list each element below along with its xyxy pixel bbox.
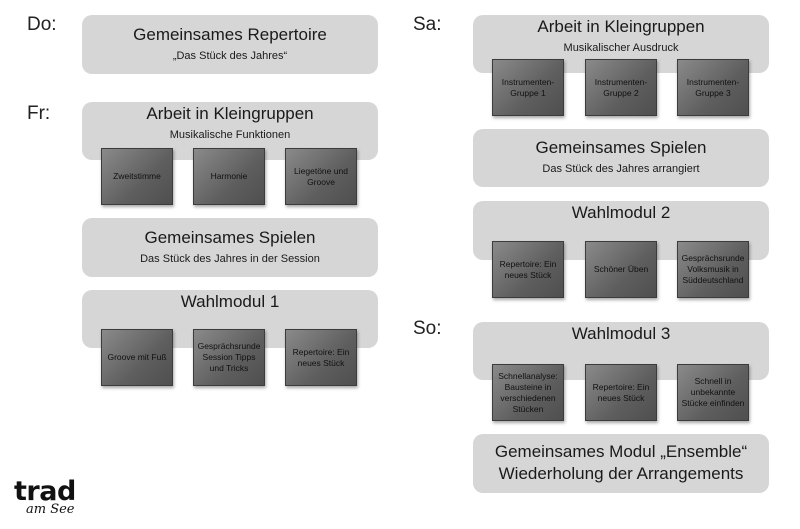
sa-wahl-title: Wahlmodul 2 (571, 203, 671, 222)
logo-main-text: trad (14, 476, 76, 507)
sa-group-item: Instrumenten-Gruppe 3 (677, 59, 749, 116)
fr-group-item: Harmonie (193, 148, 265, 205)
so-wahl-item: Schnell in unbekannte Stücke einfinden (677, 364, 749, 421)
so-ensemble-line2: Wiederholung der Arrangements (498, 464, 744, 483)
fr-group-item: Zweitstimme (101, 148, 173, 205)
logo: trad am See (14, 476, 76, 517)
so-ensemble-line1: Gemeinsames Modul „Ensemble“ (494, 442, 748, 461)
so-wahl-item: Repertoire: Ein neues Stück (585, 364, 657, 421)
sa-group-item: Instrumenten-Gruppe 1 (492, 59, 564, 116)
day-label-sa: Sa: (413, 14, 442, 35)
sa-group-item: Instrumenten-Gruppe 2 (585, 59, 657, 116)
fr-play-subtitle: Das Stück des Jahres in der Session (140, 253, 320, 265)
sa-wahl-item: Gesprächsrunde Volksmusik in Süddeutschl… (677, 241, 749, 298)
fr-play-box: Gemeinsames Spielen Das Stück des Jahres… (82, 218, 378, 277)
fr-group-item: Liegetöne und Groove (285, 148, 357, 205)
sa-play-box: Gemeinsames Spielen Das Stück des Jahres… (473, 129, 769, 187)
fr-wahl-item: Gesprächsrunde Session Tipps und Tricks (193, 329, 265, 386)
fr-play-title: Gemeinsames Spielen (144, 228, 316, 247)
sa-wahl-item: Schöner Üben (585, 241, 657, 298)
day-label-do: Do: (27, 14, 57, 35)
so-wahl-item: Schnellanalyse: Bausteine in verschieden… (492, 364, 564, 421)
fr-wahl-title: Wahlmodul 1 (180, 292, 280, 311)
fr-groups-title: Arbeit in Kleingruppen (146, 104, 314, 123)
fr-wahl-item: Repertoire: Ein neues Stück (285, 329, 357, 386)
day-label-so: So: (413, 318, 442, 339)
so-ensemble-box: Gemeinsames Modul „Ensemble“ Wiederholun… (473, 434, 769, 493)
fr-wahl-item: Groove mit Fuß (101, 329, 173, 386)
so-wahl-title: Wahlmodul 3 (571, 324, 671, 343)
fr-groups-subtitle: Musikalische Funktionen (169, 129, 291, 141)
do-repertoire-box: Gemeinsames Repertoire „Das Stück des Ja… (82, 15, 378, 74)
sa-groups-title: Arbeit in Kleingruppen (537, 17, 705, 36)
sa-play-title: Gemeinsames Spielen (535, 138, 707, 157)
logo-sub-text: am See (26, 502, 75, 517)
sa-groups-subtitle: Musikalischer Ausdruck (563, 42, 679, 54)
do-repertoire-subtitle: „Das Stück des Jahres“ (172, 50, 288, 62)
do-repertoire-title: Gemeinsames Repertoire (133, 25, 327, 44)
sa-wahl-item: Repertoire: Ein neues Stück (492, 241, 564, 298)
sa-play-subtitle: Das Stück des Jahres arrangiert (542, 163, 700, 175)
day-label-fr: Fr: (27, 103, 51, 124)
